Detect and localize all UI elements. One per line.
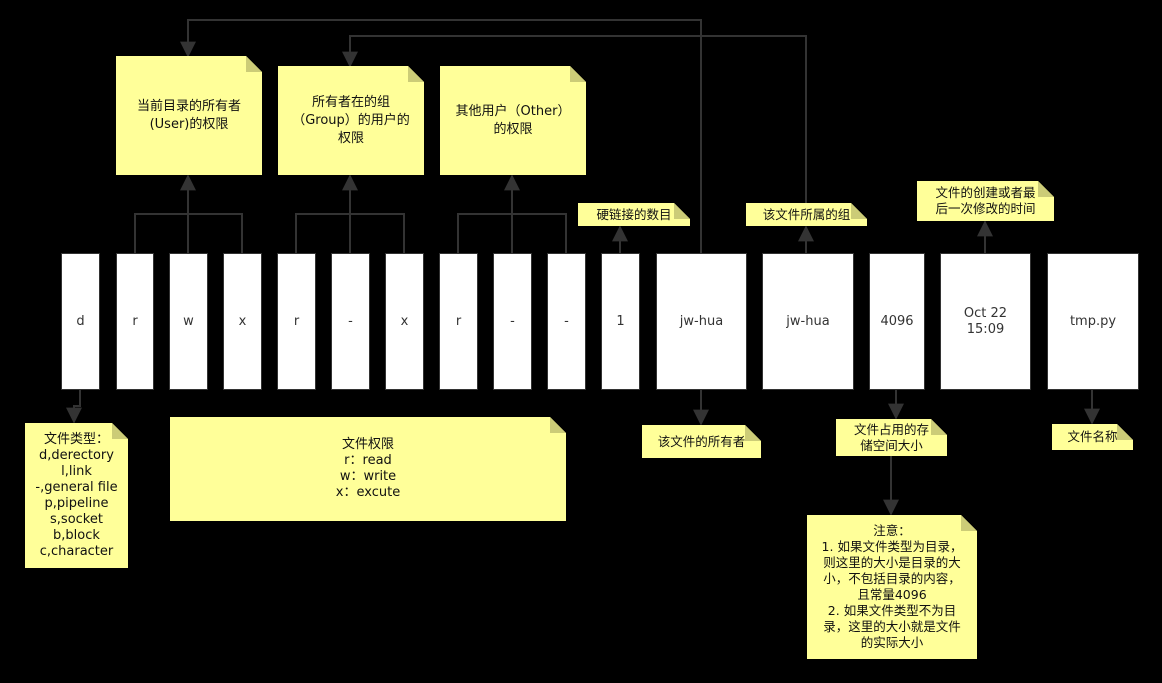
other-perm-bracket [457, 213, 567, 253]
size-value: 4096 [880, 313, 914, 329]
owner-read-value: r [132, 313, 138, 329]
group-perm-bracket [295, 213, 405, 253]
note-hard-links: 硬链接的数目 [578, 203, 690, 226]
group-exec-value: x [400, 313, 409, 329]
filename-value: tmp.py [1069, 313, 1117, 329]
file-type-value: d [76, 313, 85, 329]
other-write-cell: - [493, 253, 532, 390]
size-cell: 4096 [869, 253, 925, 390]
hard-links-cell: 1 [601, 253, 640, 390]
group-write-cell: - [331, 253, 370, 390]
group-read-value: r [293, 313, 300, 329]
group-cell: jw-hua [762, 253, 854, 390]
note-caution: 注意： 1. 如果文件类型为目录， 则这里的大小是目录的大 小，不包括目录的内容… [807, 515, 977, 659]
note-mtime: 文件的创建或者最 后一次修改的时间 [917, 181, 1054, 221]
note-file-group: 该文件所属的组 [746, 203, 867, 226]
group-read-cell: r [277, 253, 316, 390]
owner-exec-cell: x [223, 253, 262, 390]
group-write-value: - [348, 313, 353, 329]
note-size: 文件占用的存 储空间大小 [836, 419, 947, 456]
owner-write-value: w [183, 313, 194, 329]
owner-value: jw-hua [679, 313, 724, 329]
file-type-cell: d [61, 253, 100, 390]
user-perm-bracket [134, 213, 243, 253]
file-type-arrow [66, 390, 82, 424]
time-cell: Oct 22 15:09 [940, 253, 1031, 390]
other-read-cell: r [439, 253, 478, 390]
owner-exec-value: x [238, 313, 247, 329]
owner-cell: jw-hua [656, 253, 747, 390]
time-value: Oct 22 15:09 [963, 305, 1008, 337]
hard-links-value: 1 [616, 313, 625, 329]
note-group-permission: 所有者在的组 （Group）的用户的 权限 [278, 66, 424, 175]
note-user-permission: 当前目录的所有者 (User)的权限 [116, 56, 262, 175]
group-value: jw-hua [786, 313, 830, 329]
group-route [342, 35, 807, 226]
note-file-owner: 该文件的所有者 [642, 425, 761, 458]
owner-read-cell: r [116, 253, 154, 390]
note-permissions: 文件权限 r：read w：write x：excute [170, 417, 566, 521]
group-exec-cell: x [385, 253, 424, 390]
other-read-value: r [455, 313, 462, 329]
other-exec-cell: - [547, 253, 586, 390]
owner-write-cell: w [169, 253, 208, 390]
note-other-permission: 其他用户（Other） 的权限 [440, 66, 586, 175]
owner-route [180, 19, 702, 253]
other-exec-value: - [564, 313, 569, 329]
other-write-value: - [510, 313, 515, 329]
filename-cell: tmp.py [1047, 253, 1139, 390]
note-file-type: 文件类型： d,derectory l,link -,general file … [25, 423, 128, 568]
